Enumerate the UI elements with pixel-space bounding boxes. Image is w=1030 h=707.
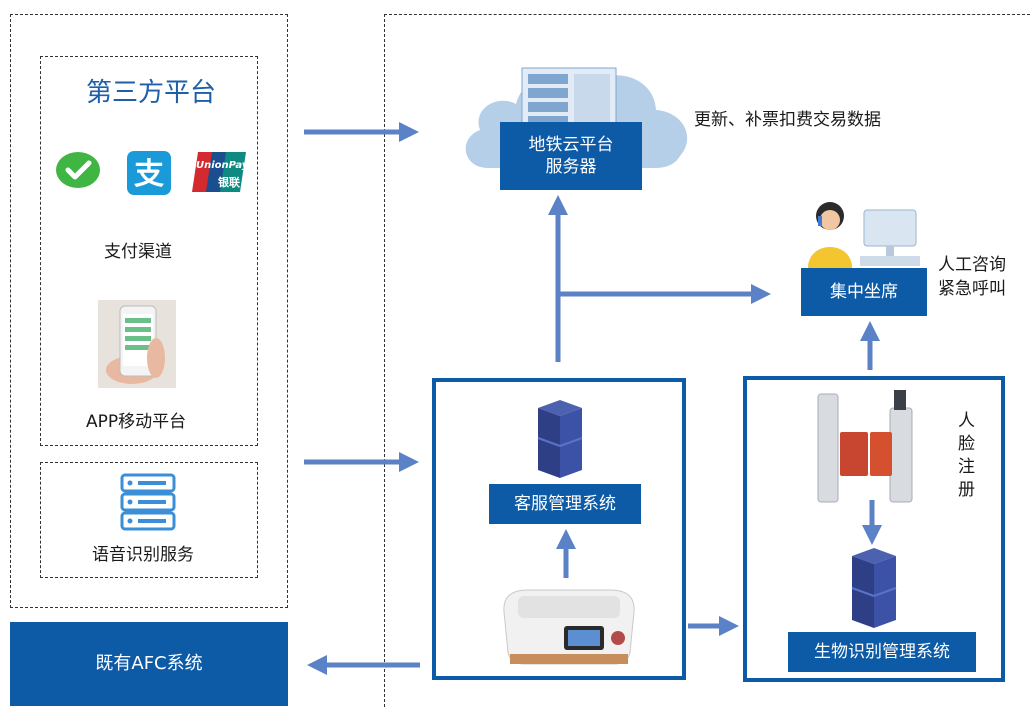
- server-stack-icon-2: [844, 546, 904, 632]
- server-stack-icon-1: [530, 398, 590, 482]
- face-reg-char-3: 注: [958, 457, 975, 477]
- wechat-pay-icon: [54, 148, 102, 196]
- third-party-title: 第三方平台: [86, 78, 217, 108]
- third-party-group: [40, 56, 258, 446]
- unionpay-cn-text: 银联: [218, 176, 240, 189]
- afc-system-label: 既有AFC系统: [95, 653, 203, 675]
- alipay-icon: 支: [126, 150, 172, 196]
- right-area-boundary: [384, 14, 1030, 707]
- central-seat-box: 集中坐席: [801, 268, 927, 316]
- face-reg-char-1: 人: [958, 411, 975, 431]
- voice-service-group: [40, 462, 258, 578]
- data-update-text: 更新、补票扣费交易数据: [694, 110, 881, 130]
- unionpay-icon: UnionPay 银联: [192, 150, 249, 194]
- face-reg-char-2: 脸: [958, 434, 975, 454]
- cloud-server-box: 地铁云平台 服务器: [500, 122, 642, 190]
- server-list-icon: [120, 473, 176, 531]
- customer-service-box: 客服管理系统: [489, 484, 641, 524]
- payment-channel-label: 支付渠道: [104, 242, 172, 262]
- left-outer-boundary: [10, 14, 288, 608]
- cloud-server-label-line1: 地铁云平台: [528, 134, 614, 155]
- face-gate-image: [812, 388, 922, 506]
- customer-service-label: 客服管理系统: [514, 493, 616, 514]
- manual-consult-text: 人工咨询: [938, 255, 1006, 275]
- service-terminal-image: [498, 582, 640, 668]
- biometric-label: 生物识别管理系统: [814, 641, 950, 662]
- svg-text:支: 支: [134, 157, 164, 192]
- emergency-call-text: 紧急呼叫: [938, 279, 1006, 299]
- call-agent-icon: [800, 196, 920, 268]
- cloud-server-label-line2: 服务器: [545, 157, 597, 177]
- app-platform-label: APP移动平台: [86, 412, 187, 432]
- afc-system-box: 既有AFC系统: [10, 622, 288, 706]
- mobile-app-image: [98, 300, 176, 388]
- central-seat-label: 集中坐席: [830, 281, 898, 302]
- voice-service-label: 语音识别服务: [92, 545, 194, 565]
- unionpay-text: UnionPay: [196, 160, 249, 171]
- biometric-box: 生物识别管理系统: [788, 632, 976, 672]
- face-reg-char-4: 册: [958, 480, 975, 500]
